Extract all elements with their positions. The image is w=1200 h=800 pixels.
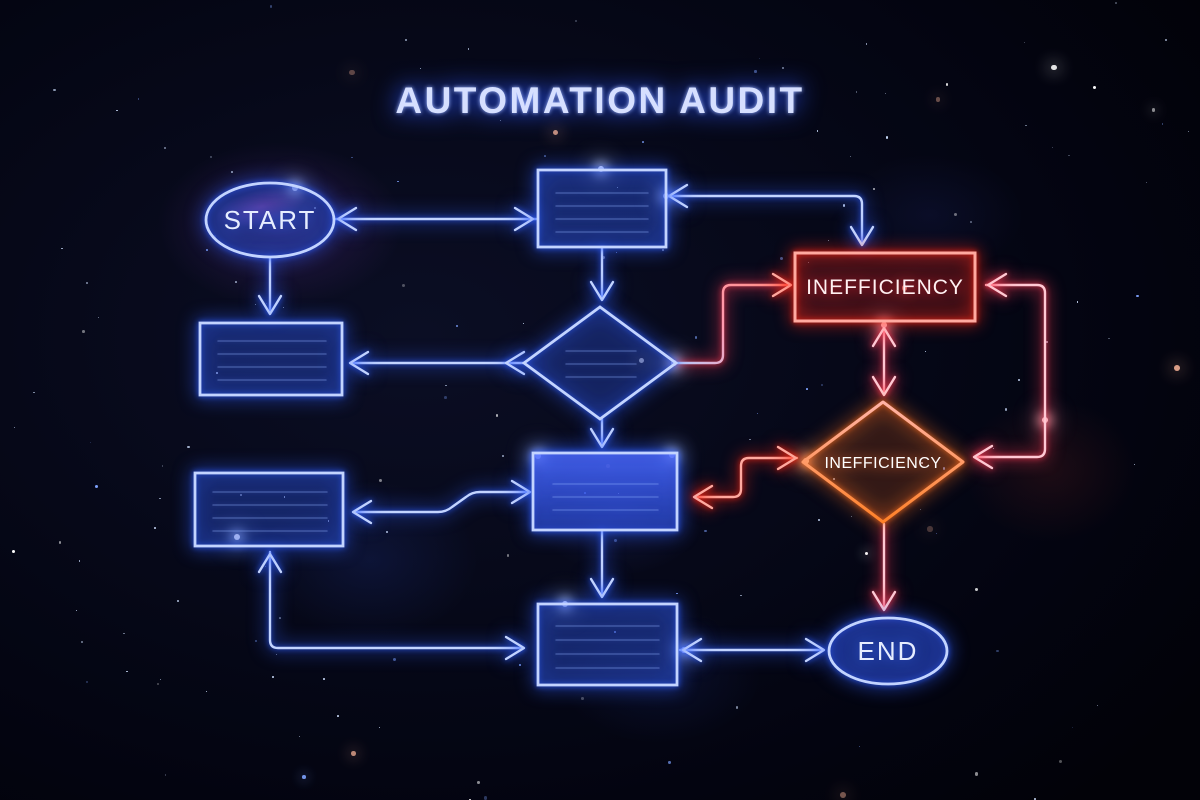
arrowhead-left-icon: [986, 272, 1008, 298]
arrowhead-right-icon: [510, 479, 532, 505]
edge-line: [268, 550, 524, 650]
edge-diamond-end: [871, 522, 897, 612]
text-placeholder-lines: [552, 483, 659, 511]
edge-right-loop: [972, 272, 1047, 470]
inefficiency-box-label: INEFFICIENCY: [806, 276, 964, 299]
edge-start-process-left-mid: [257, 255, 283, 316]
process-left-mid-node: [198, 321, 344, 397]
arrowhead-left-icon: [351, 499, 373, 525]
edge-process-center-bottom: [589, 528, 615, 599]
inefficiency-box-shape: [793, 251, 977, 323]
arrowhead-left-icon: [681, 637, 703, 663]
arrowhead-down-icon: [871, 590, 897, 612]
arrowhead-right-icon: [776, 445, 798, 471]
page-title: AUTOMATION AUDIT: [395, 80, 804, 121]
edge-line: [974, 283, 1047, 459]
process-left-lower-node: [193, 471, 345, 548]
arrowhead-left-icon: [692, 484, 714, 510]
inefficiency-diamond-shape: [801, 400, 965, 524]
inefficiency-box-node: INEFFICIENCY: [793, 251, 977, 323]
text-placeholder-lines: [555, 625, 660, 669]
arrowhead-down-icon: [589, 427, 615, 449]
arrowhead-up-icon: [257, 552, 283, 574]
arrowhead-left-mid-icon: [504, 350, 526, 376]
edge-process-bottom-end: [678, 637, 826, 663]
edge-process-top-decision: [589, 245, 615, 302]
edge-line: [669, 194, 864, 245]
process-bottom-shape: [536, 602, 679, 687]
arrowhead-down-icon: [871, 375, 897, 397]
arrowhead-up-icon: [871, 326, 897, 348]
arrowhead-right-icon: [513, 206, 535, 232]
edge-line: [353, 490, 530, 514]
start-label: START: [224, 205, 317, 235]
arrowhead-left-icon: [348, 350, 370, 376]
end-shape: [827, 616, 949, 686]
text-placeholder-lines: [555, 192, 649, 233]
edge-decision-process-center: [589, 417, 615, 449]
arrowhead-left-icon: [336, 206, 358, 232]
text-placeholder-lines: [217, 340, 327, 381]
edge-inefficiency-box-diamond: [871, 326, 897, 397]
edge-decision-process-left-mid: [348, 350, 526, 376]
arrowhead-left-diamond-icon: [972, 444, 994, 470]
edge-left-lower-process-bottom: [257, 550, 526, 661]
inefficiency-diamond-label: INEFFICIENCY: [824, 455, 941, 472]
edge-line: [674, 283, 791, 365]
text-placeholder-lines: [212, 491, 328, 532]
edge-left-lower-process-center: [351, 479, 532, 525]
end-node: END: [827, 616, 949, 686]
arrowhead-down-icon: [849, 225, 875, 247]
process-top-shape: [536, 168, 668, 249]
process-top-node: [536, 168, 668, 249]
process-center-shape: [531, 451, 679, 532]
start-shape: [204, 181, 336, 259]
edge-decision-inefficiency-box: [674, 272, 793, 365]
process-left-mid-shape: [198, 321, 344, 397]
process-bottom-node: [536, 602, 679, 687]
arrowhead-right-icon: [771, 272, 793, 298]
inefficiency-diamond-node: INEFFICIENCY: [801, 400, 965, 524]
arrowhead-down-icon: [589, 280, 615, 302]
edge-inefficiency-box-process-top: [667, 183, 875, 247]
start-node: START: [204, 181, 336, 259]
arrowhead-left-icon: [667, 183, 689, 209]
edge-diamond-process-center: [692, 445, 799, 510]
process-center-node: [531, 451, 679, 532]
arrowhead-down-icon: [589, 577, 615, 599]
decision-main-shape: [521, 305, 679, 421]
decision-main-node: [521, 305, 679, 421]
arrowhead-right-icon: [804, 637, 826, 663]
edge-start-process-top: [334, 206, 538, 232]
arrowhead-right-icon: [504, 635, 526, 661]
process-left-lower-shape: [193, 471, 345, 548]
arrowhead-down-icon: [257, 294, 283, 316]
end-label: END: [858, 636, 919, 666]
text-placeholder-lines: [565, 350, 637, 378]
edge-line: [694, 456, 799, 499]
